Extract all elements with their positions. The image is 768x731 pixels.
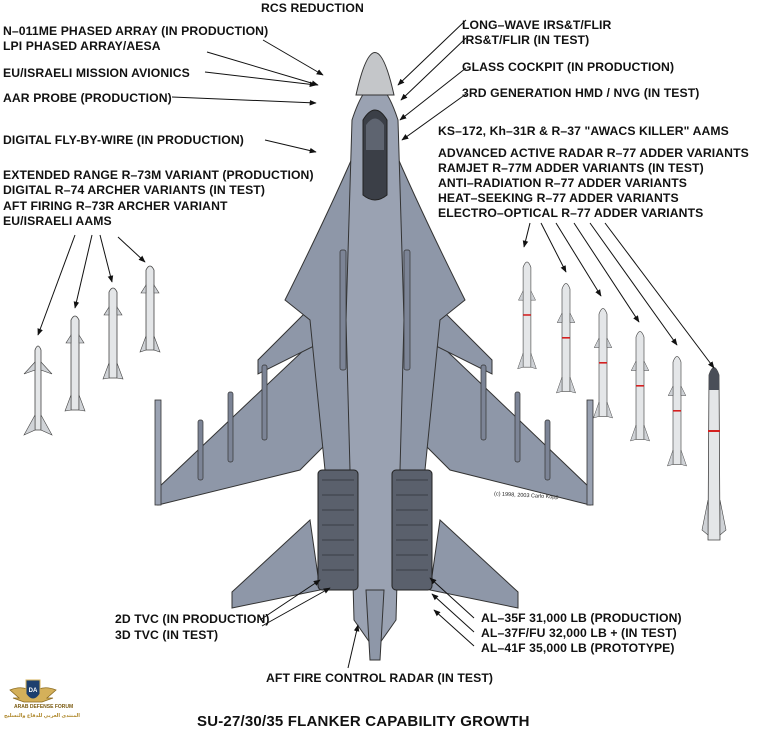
label-eu-aams: EU/ISRAELI AAMS [3,214,112,228]
label-glass-cockpit: GLASS COCKPIT (IN PRODUCTION) [462,60,675,74]
label-r77-eo: ELECTRO–OPTICAL R–77 ADDER VARIANTS [438,206,704,220]
label-r77-heat: HEAT–SEEKING R–77 ADDER VARIANTS [438,191,679,205]
label-aft-radar: AFT FIRE CONTROL RADAR (IN TEST) [266,671,494,685]
su27-airframe [154,52,594,661]
right-missiles [517,261,727,541]
label-n011me: N–011ME PHASED ARRAY (IN PRODUCTION) [3,24,269,38]
label-3d-tvc: 3D TVC (IN TEST) [115,628,219,642]
label-r77-active: ADVANCED ACTIVE RADAR R–77 ADDER VARIANT… [438,146,749,160]
label-mission-avionics: EU/ISRAELI MISSION AVIONICS [3,66,190,80]
page-title: SU-27/30/35 FLANKER CAPABILITY GROWTH [197,713,530,730]
label-aar-probe: AAR PROBE (PRODUCTION) [3,91,172,105]
forum-logo-emblem: DA [9,679,57,703]
label-irst-test: IRS&T/FLIR (IN TEST) [462,33,590,47]
label-r77-antirad: ANTI–RADIATION R–77 ADDER VARIANTS [438,176,687,190]
label-al37f: AL–37F/FU 32,000 LB + (IN TEST) [481,626,677,640]
label-al35f: AL–35F 31,000 LB (PRODUCTION) [481,611,682,625]
label-hmd-nvg: 3RD GENERATION HMD / NVG (IN TEST) [462,86,700,100]
label-r73m: EXTENDED RANGE R–73M VARIANT (PRODUCTION… [3,168,314,182]
leader-arrows [37,19,715,669]
label-r77m-ramjet: RAMJET R–77M ADDER VARIANTS (IN TEST) [438,161,704,175]
label-fly-by-wire: DIGITAL FLY-BY-WIRE (IN PRODUCTION) [3,133,244,147]
label-rcs-reduction: RCS REDUCTION [261,1,364,15]
left-missiles [23,265,161,436]
label-al41f: AL–41F 35,000 LB (PROTOTYPE) [481,641,675,655]
logo-arabic: المنتدى العربي للدفاع والتسليح [4,713,81,719]
label-r74: DIGITAL R–74 ARCHER VARIANTS (IN TEST) [3,183,266,197]
logo-initials: DA [29,688,38,694]
label-2d-tvc: 2D TVC (IN PRODUCTION) [115,612,270,626]
label-awacs-killer: KS–172, Kh–31R & R–37 "AWACS KILLER" AAM… [438,124,729,138]
logo-name: ARAB DEFENSE FORUM [14,704,74,710]
label-lpi-aesa: LPI PHASED ARRAY/AESA [3,39,161,53]
label-long-wave-irst: LONG–WAVE IRS&T/FLIR [462,18,612,32]
label-r73r: AFT FIRING R–73R ARCHER VARIANT [3,199,228,213]
